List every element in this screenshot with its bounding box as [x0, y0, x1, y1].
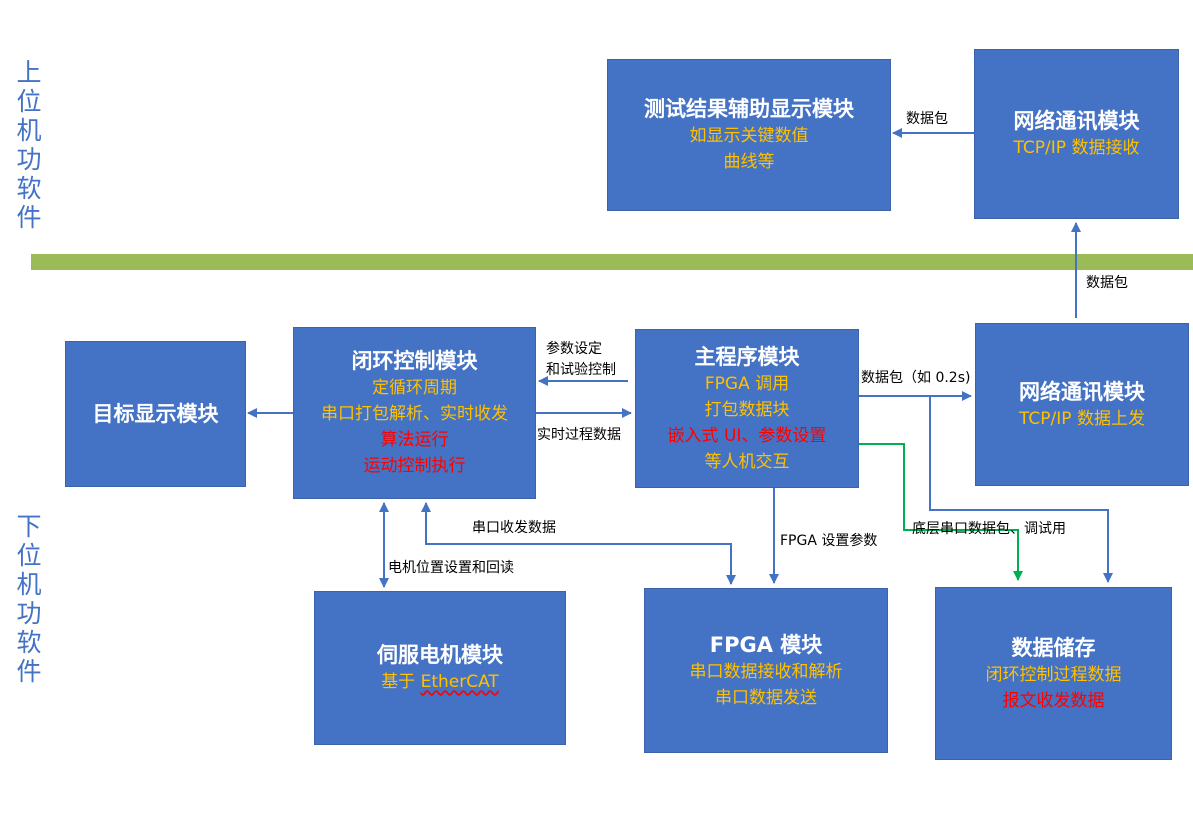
module-line: 运动控制执行 — [363, 456, 466, 476]
ethercat-word: EtherCAT — [420, 672, 499, 692]
module-line: 串口数据接收和解析 — [689, 661, 843, 682]
lower-label-char: 软 — [16, 628, 42, 657]
module-line: TCP/IP 数据接收 — [1013, 138, 1140, 158]
arrow-loop-fpga-serial — [421, 502, 736, 585]
label-packet-top: 数据包 — [906, 111, 948, 127]
module-line: 如显示关键数值 — [689, 126, 809, 146]
module-line: 等人机交互 — [704, 451, 790, 472]
network-send-module: 网络通讯模块 TCP/IP 数据上发 — [975, 323, 1189, 486]
label-low-serial: 底层串口数据包、调试用 — [912, 521, 1066, 537]
module-title: 闭环控制模块 — [351, 349, 478, 373]
module-line: 报文收发数据 — [1002, 690, 1105, 711]
arrow-packet-to-storage — [929, 396, 1113, 583]
module-line: 闭环控制过程数据 — [985, 664, 1122, 685]
module-title: 网络通讯模块 — [1019, 379, 1145, 404]
module-title: 伺服电机模块 — [377, 643, 503, 667]
lower-label-char: 件 — [16, 657, 42, 686]
module-title: 主程序模块 — [694, 344, 800, 369]
main-program-module: 主程序模块 FPGA 调用 打包数据块 嵌入式 UI、参数设置 等人机交互 — [635, 329, 859, 488]
module-line-prefix: 基于 — [381, 672, 421, 692]
servo-motor-module: 伺服电机模块 基于 EtherCAT — [314, 591, 566, 745]
upper-label-char: 功 — [16, 145, 42, 174]
module-title: FPGA 模块 — [709, 632, 823, 657]
module-line: 基于 EtherCAT — [381, 669, 499, 695]
module-title: 测试结果辅助显示模块 — [644, 97, 854, 121]
network-receive-module: 网络通讯模块 TCP/IP 数据接收 — [974, 49, 1179, 219]
module-line: 打包数据块 — [704, 399, 790, 420]
test-result-display-module: 测试结果辅助显示模块 如显示关键数值 曲线等 — [607, 59, 891, 211]
upper-software-label: 上 位 机 功 软 件 — [14, 58, 44, 232]
label-fpga-params: FPGA 设置参数 — [780, 533, 878, 549]
upper-label-char: 件 — [16, 203, 42, 232]
module-line: 串口数据发送 — [715, 687, 817, 708]
label-param-set: 参数设定 和试验控制 — [546, 339, 616, 381]
target-display-module: 目标显示模块 — [65, 341, 246, 487]
data-storage-module: 数据储存 闭环控制过程数据 报文收发数据 — [935, 587, 1172, 760]
label-param-set-line: 参数设定 — [546, 341, 602, 357]
label-param-set-line: 和试验控制 — [546, 362, 616, 378]
module-line: 算法运行 — [380, 430, 449, 450]
lower-label-char: 位 — [16, 541, 42, 570]
module-line: FPGA 调用 — [704, 373, 790, 394]
module-line: TCP/IP 数据上发 — [1019, 408, 1145, 429]
closed-loop-control-module: 闭环控制模块 定循环周期 串口打包解析、实时收发 算法运行 运动控制执行 — [293, 327, 536, 499]
module-title: 网络通讯模块 — [1013, 109, 1140, 133]
arrow-main-to-storage-green — [859, 443, 1023, 581]
label-realtime-data: 实时过程数据 — [537, 427, 621, 443]
lower-label-char: 下 — [16, 512, 42, 541]
lower-label-char: 机 — [16, 570, 42, 599]
module-line: 嵌入式 UI、参数设置 — [667, 425, 827, 446]
label-serial-data: 串口收发数据 — [472, 520, 556, 536]
upper-label-char: 上 — [16, 58, 42, 87]
label-motor-position: 电机位置设置和回读 — [388, 560, 514, 576]
label-packet-interval: 数据包（如 0.2s) — [861, 370, 971, 386]
module-line: 定循环周期 — [372, 378, 457, 398]
lower-software-label: 下 位 机 功 软 件 — [14, 512, 44, 686]
upper-lower-divider — [31, 254, 1193, 270]
upper-label-char: 位 — [16, 87, 42, 116]
lower-label-char: 功 — [16, 599, 42, 628]
fpga-module: FPGA 模块 串口数据接收和解析 串口数据发送 — [644, 588, 888, 753]
module-line: 串口打包解析、实时收发 — [321, 404, 508, 424]
module-title: 目标显示模块 — [92, 402, 219, 426]
label-packet-up: 数据包 — [1086, 275, 1128, 291]
upper-label-char: 机 — [16, 116, 42, 145]
module-line: 曲线等 — [723, 152, 775, 172]
upper-label-char: 软 — [16, 174, 42, 203]
module-title: 数据储存 — [1011, 635, 1096, 660]
